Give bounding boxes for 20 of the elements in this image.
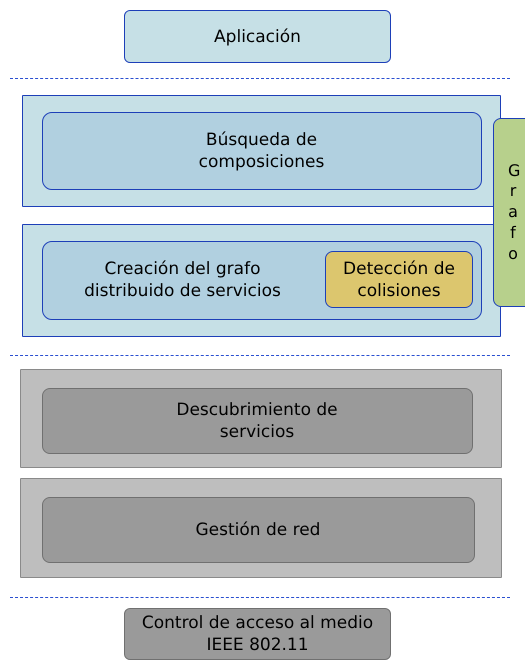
layer-box — [124, 608, 391, 660]
layer-label: Creación del grafo distribuido de servicios — [83, 258, 282, 302]
layer-label: Descubrimiento de servicios — [175, 398, 339, 442]
module-box — [325, 251, 473, 308]
module-box — [42, 496, 474, 562]
layer-panel — [22, 224, 501, 337]
side-bar — [493, 118, 525, 307]
layer-box — [124, 10, 391, 63]
vertical-label: Grafo — [508, 160, 518, 264]
module-box — [42, 112, 482, 190]
layer-label: Detección de colisiones — [342, 258, 456, 302]
layer-panel — [20, 478, 502, 578]
layer-panel — [22, 95, 501, 207]
module-box — [42, 388, 472, 454]
layer-panel — [20, 369, 502, 468]
layer-label: Aplicación — [213, 26, 302, 48]
layer-label: Búsqueda de composiciones — [198, 128, 326, 172]
layer-label: Gestión de red — [194, 518, 322, 540]
module-box — [42, 240, 482, 320]
layer-label: Control de acceso al medio IEEE 802.11 — [140, 612, 374, 656]
